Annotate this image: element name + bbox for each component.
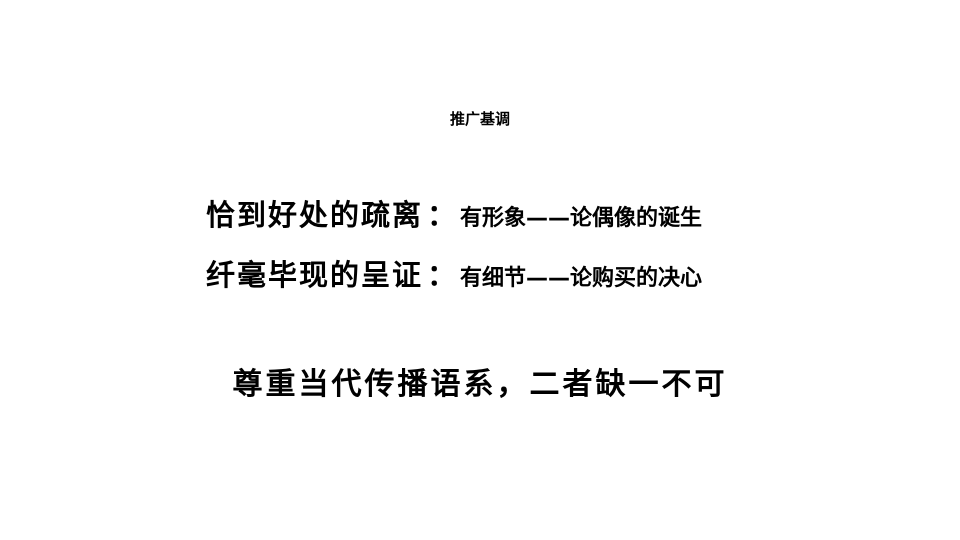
point-1-detail: 有形象——论偶像的诞生 bbox=[460, 206, 703, 231]
point-1-colon: ： bbox=[427, 198, 457, 232]
conclusion-text: 尊重当代传播语系，二者缺一不可 bbox=[232, 367, 728, 402]
slide-title: 推广基调 bbox=[449, 110, 510, 128]
point-2-detail: 有细节——论购买的决心 bbox=[460, 266, 703, 291]
point-1: 恰到好处的疏离：有形象——论偶像的诞生 bbox=[206, 192, 702, 234]
point-1-headline: 恰到好处的疏离 bbox=[206, 198, 424, 232]
point-2: 纤毫毕现的呈证：有细节——论购买的决心 bbox=[206, 252, 702, 294]
point-2-headline: 纤毫毕现的呈证 bbox=[206, 258, 424, 292]
point-2-colon: ： bbox=[427, 258, 457, 292]
